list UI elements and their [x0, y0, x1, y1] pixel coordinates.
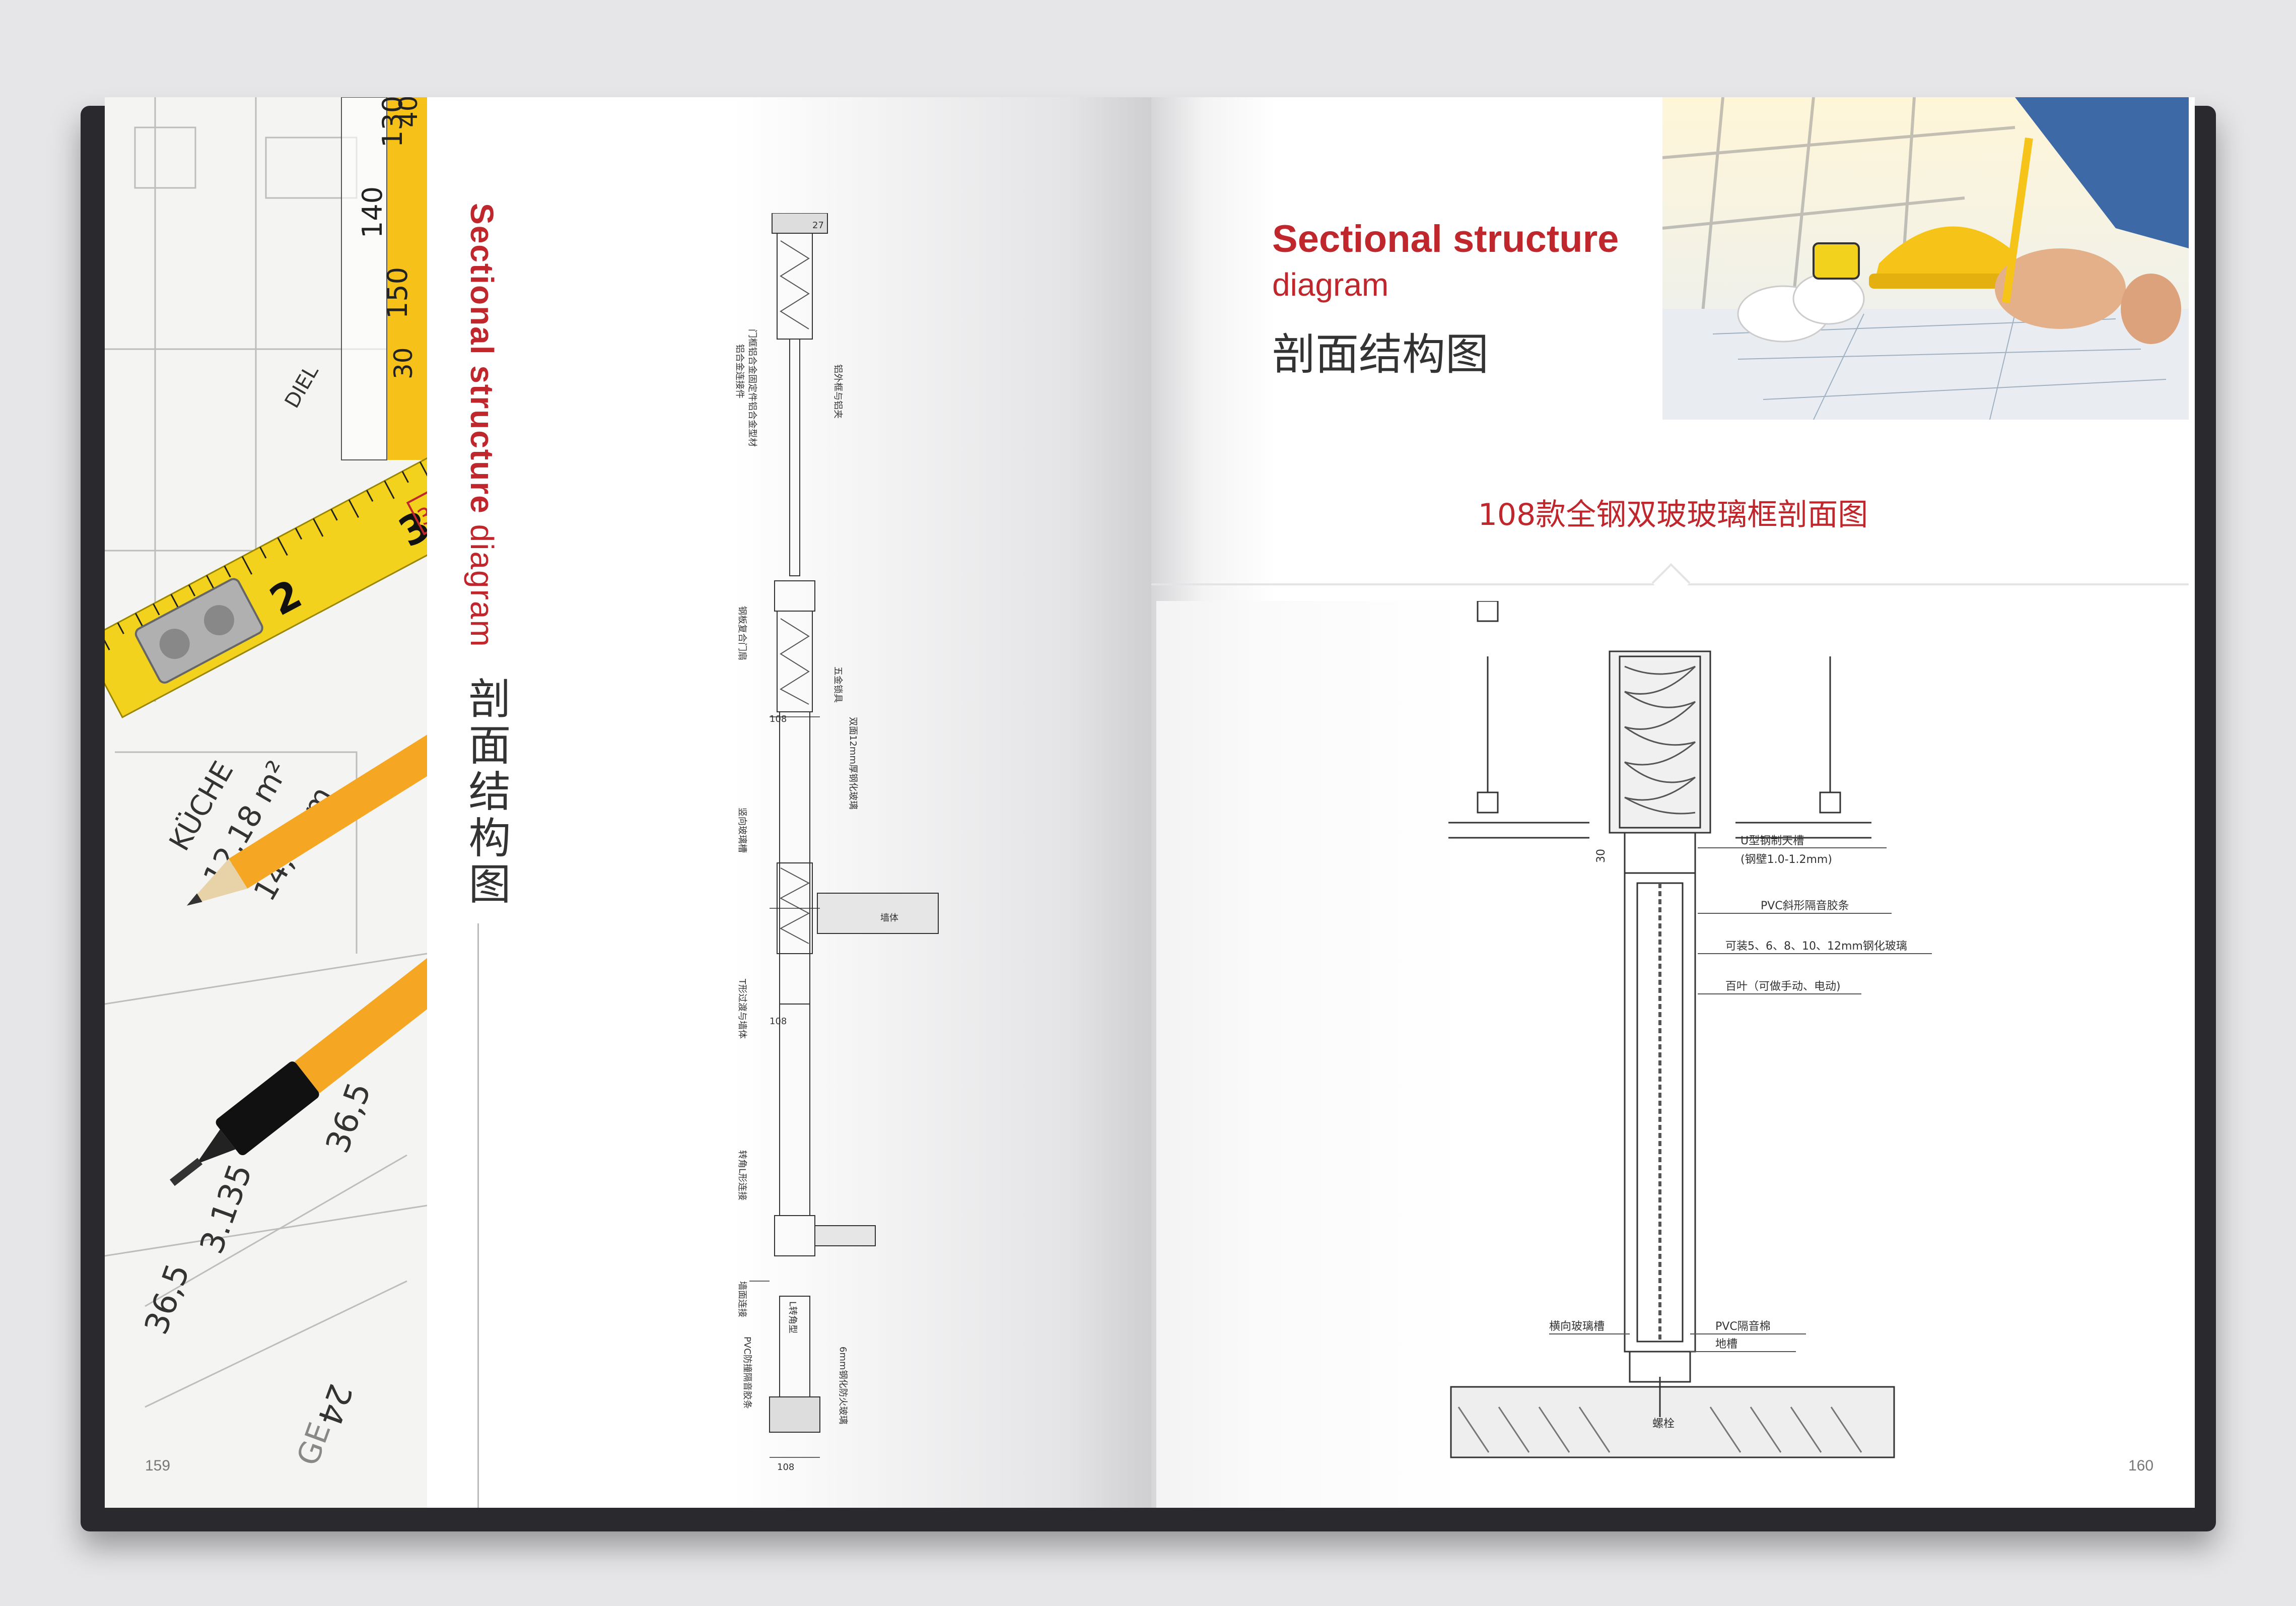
- left-title-cn: 剖面结构图: [462, 677, 511, 908]
- drawing-dim-108-a: 108: [770, 714, 787, 724]
- marker-pen: [170, 937, 427, 1186]
- drawing-label-1: 门框铝合金固定件铝合金型材: [747, 329, 757, 447]
- drawing-label-10: 转角L形连接: [737, 1150, 747, 1200]
- drawing-label-4: 钢板复合门扇: [737, 606, 747, 660]
- svg-text:150: 150: [382, 267, 413, 319]
- callout-glass-groove: 横向玻璃槽: [1549, 1320, 1605, 1333]
- drawing-label-6: 双面12mm厚钢化玻璃: [848, 717, 858, 810]
- diagram-panel: U型钢制天槽 (钢壁1.0-1.2mm) PVC斜形隔音胶条 可装5、6、8、1…: [1156, 601, 2189, 1508]
- callout-dim-30: 30: [1595, 849, 1608, 863]
- callout-louver: 百叶（可做手动、电动): [1725, 980, 1841, 993]
- drawing-dim-108-c: 108: [777, 1462, 794, 1473]
- tape-measure: 2 3 3 m: [105, 451, 427, 718]
- engineer-illustration: [1662, 97, 2189, 420]
- left-page: KÜCHE 12,18 m² 14,04 m 36,5 3.135 36,5 2…: [105, 97, 1151, 1508]
- callout-floor-groove: 地槽: [1715, 1338, 1737, 1351]
- callout-u-channel: U型钢制天槽: [1741, 835, 1804, 847]
- drawing-label-2: 铝合金连接件: [734, 344, 745, 398]
- left-title-light: diagram: [464, 514, 500, 648]
- engineer-photo: [1662, 97, 2189, 420]
- left-divider-line: [477, 923, 479, 1508]
- callout-u-channel-spec: (钢壁1.0-1.2mm): [1741, 853, 1832, 866]
- left-vertical-title: Sectional structure diagram: [463, 203, 501, 648]
- callout-pvc-strip: PVC斜形隔音胶条: [1761, 900, 1849, 912]
- drawing-label-wall: 墙体: [880, 913, 898, 923]
- vertical-section-drawing: 27 108 108 108 墙体 门框铝合金固定件铝合金型材 铝合金连接件 铝…: [734, 213, 939, 1473]
- right-page: Sectional structure diagram 剖面结构图 108款全钢…: [1151, 97, 2195, 1508]
- page-number-right: 160: [2128, 1457, 2154, 1474]
- right-title-en2: diagram: [1272, 266, 1389, 303]
- callout-glass: 可装5、6、8、10、12mm钢化玻璃: [1725, 940, 1907, 953]
- drawing-dim-top: 27: [812, 220, 824, 231]
- drawing-label-8: T形过渡与墙体: [737, 978, 747, 1039]
- right-title-cn: 剖面结构图: [1272, 329, 1489, 380]
- drawing-label-3: 铝外框与铝夹: [832, 364, 843, 419]
- diagram-title: 108款全钢双玻玻璃框剖面图: [1478, 497, 1868, 532]
- callout-bolt: 螺栓: [1652, 1418, 1675, 1430]
- svg-text:40: 40: [394, 97, 423, 127]
- cross-section-diagram: U型钢制天槽 (钢壁1.0-1.2mm) PVC斜形隔音胶条 可装5、6、8、1…: [1448, 601, 1932, 1458]
- page-number-left: 159: [145, 1457, 171, 1474]
- svg-text:30: 30: [389, 347, 418, 379]
- left-title-bold: Sectional structure: [464, 203, 500, 514]
- architect-tools-photo: KÜCHE 12,18 m² 14,04 m 36,5 3.135 36,5 2…: [105, 97, 427, 1508]
- drawing-label-13: PVC防撞隔音胶条: [742, 1336, 752, 1409]
- drawing-label-11: 墙面连接: [737, 1281, 747, 1317]
- photo-illustration: KÜCHE 12,18 m² 14,04 m 36,5 3.135 36,5 2…: [105, 97, 427, 1508]
- drawing-label-5: 五金锁具: [832, 666, 843, 703]
- drawing-label-12: L转角型: [787, 1301, 798, 1333]
- svg-text:140: 140: [357, 186, 388, 238]
- diagram-notch: [1651, 563, 1691, 602]
- svg-text:130: 130: [377, 97, 408, 148]
- drawing-label-7: 竖向玻璃槽: [737, 808, 747, 853]
- drawing-dim-108-b: 108: [770, 1016, 787, 1027]
- right-title-en1: Sectional structure: [1272, 218, 1619, 260]
- callout-pvc-cotton: PVC隔音棉: [1715, 1320, 1771, 1333]
- drawing-label-14: 6mm钢化防火玻璃: [838, 1347, 848, 1425]
- yellow-ruler-top: 130 140 150 40 30: [341, 97, 427, 460]
- yellow-pencil: [186, 725, 427, 906]
